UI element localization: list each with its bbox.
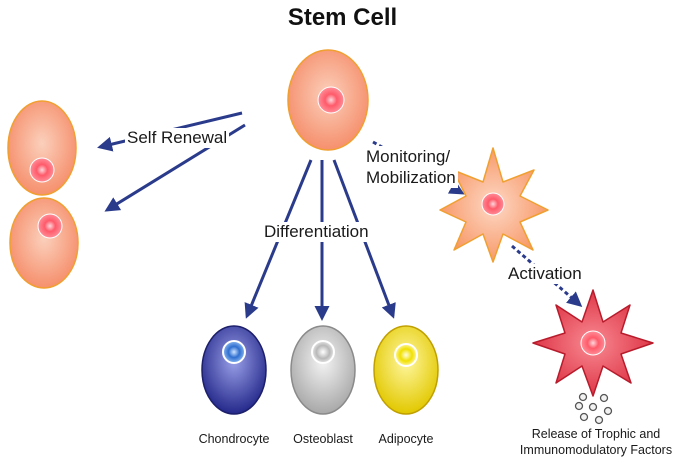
daughter-cell-upper (7, 100, 77, 196)
monitoring-mobilization-label: Monitoring/ Mobilization (364, 146, 458, 188)
factor-particle (599, 393, 609, 403)
monitoring-label-line2: Mobilization (366, 168, 456, 187)
factor-particle (574, 401, 584, 411)
release-label-line2: Immunomodulatory Factors (519, 443, 673, 457)
osteoblast-cell (290, 325, 356, 415)
factor-particle (588, 402, 598, 412)
adipocyte-cell (373, 325, 439, 415)
daughter-cell-lower (9, 197, 79, 289)
differentiation-label: Differentiation (262, 222, 371, 242)
factor-particle (594, 415, 604, 425)
release-factors-label: Release of Trophic and Immunomodulatory … (520, 426, 672, 458)
stem-cell (287, 49, 369, 151)
activated-star-cell (532, 289, 654, 397)
diagram-title: Stem Cell (287, 4, 398, 31)
chondrocyte-label: Chondrocyte (198, 432, 270, 446)
factor-particle (578, 392, 588, 402)
chondrocyte-cell (201, 325, 267, 415)
adipocyte-label: Adipocyte (378, 432, 434, 446)
release-label-line1: Release of Trophic and (531, 427, 661, 441)
self-renewal-label: Self Renewal (125, 128, 230, 148)
factor-particle (603, 406, 613, 416)
stem-cell-nucleus (317, 86, 345, 114)
activation-label: Activation (506, 264, 584, 284)
monitoring-label-line1: Monitoring/ (366, 147, 451, 166)
mobilized-star-cell (439, 147, 549, 263)
osteoblast-label: Osteoblast (293, 432, 353, 446)
factor-particle (579, 412, 589, 422)
released-factors (574, 392, 613, 425)
